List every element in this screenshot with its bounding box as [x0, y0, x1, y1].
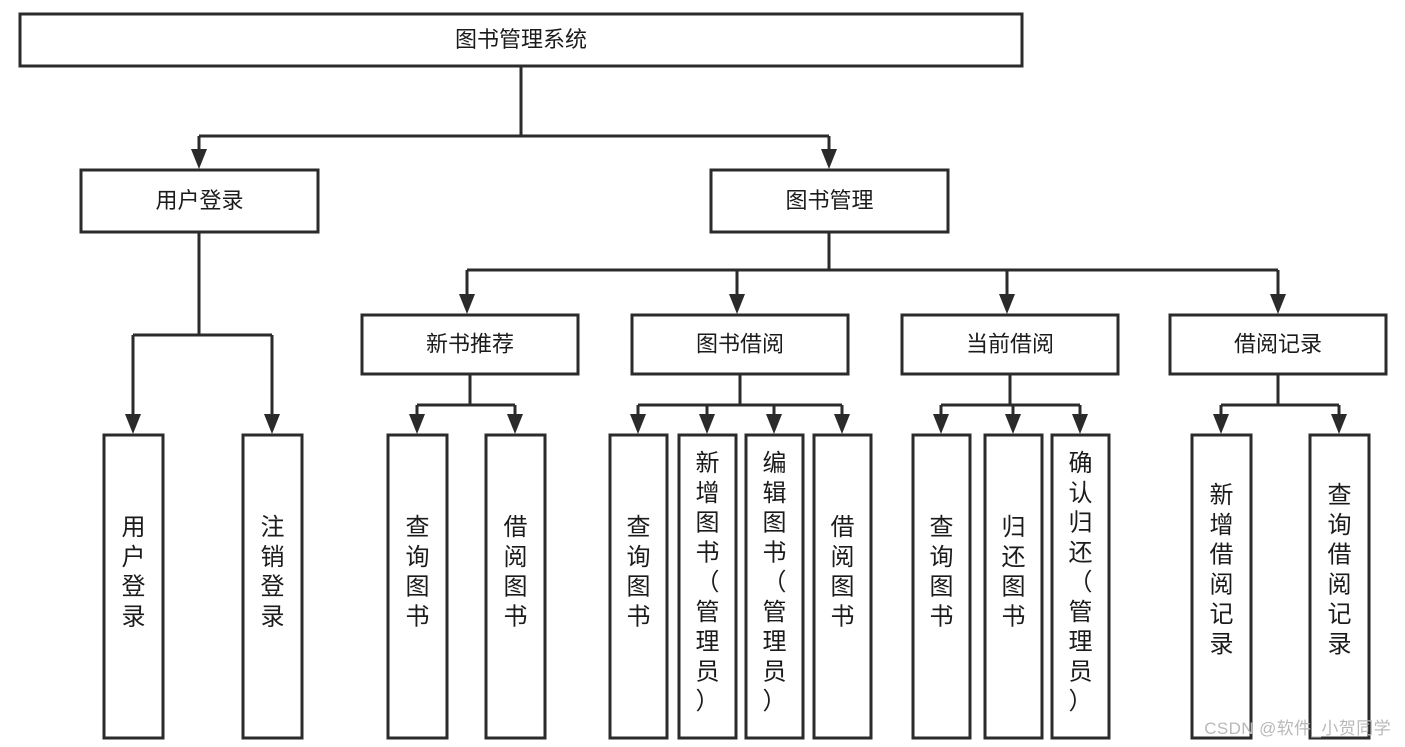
arrow-head-icon [1005, 414, 1021, 434]
node-box-book-manage[interactable] [709, 168, 950, 234]
node-label-current-borrow: 当前借阅 [966, 331, 1054, 356]
node-label-nbr-query-book: 查询图书 [406, 514, 430, 630]
watermark-label: CSDN @软件_小贺同学 [1204, 719, 1391, 738]
node-cb-return-book[interactable]: 归还图书 [983, 433, 1044, 740]
node-box-borrow-record[interactable] [1168, 313, 1388, 376]
node-box-cb-confirm-return[interactable] [1050, 433, 1111, 740]
connector-layer [125, 66, 1347, 434]
node-user-login-login[interactable]: 用户登录 [102, 433, 165, 740]
node-label-bb-query-book: 查询图书 [627, 514, 651, 630]
arrow-head-icon [1331, 414, 1347, 434]
arrow-head-icon [191, 149, 207, 169]
arrow-head-icon [699, 414, 715, 434]
node-borrow-record[interactable]: 借阅记录 [1168, 313, 1388, 376]
node-bb-query-book[interactable]: 查询图书 [608, 433, 669, 740]
arrow-head-icon [1270, 294, 1286, 314]
arrow-head-icon [821, 149, 837, 169]
node-cb-query-book[interactable]: 查询图书 [911, 433, 972, 740]
node-label-user-login: 用户登录 [155, 188, 243, 213]
node-new-book-recommend[interactable]: 新书推荐 [360, 313, 580, 376]
node-box-book-borrow[interactable] [630, 313, 850, 376]
node-book-borrow[interactable]: 图书借阅 [630, 313, 850, 376]
node-label-root: 图书管理系统 [455, 27, 587, 52]
node-box-bb-edit-book[interactable] [744, 433, 805, 740]
connector-nbr-to-leaves [409, 374, 523, 434]
node-label-borrow-record: 借阅记录 [1234, 331, 1322, 356]
node-layer: 图书管理系统用户登录图书管理新书推荐图书借阅当前借阅借阅记录用户登录注销登录查询… [18, 12, 1388, 740]
node-label-book-borrow: 图书借阅 [696, 331, 784, 356]
node-br-add-record[interactable]: 新增借阅记录 [1190, 433, 1253, 740]
node-user-login-logout[interactable]: 注销登录 [241, 433, 304, 740]
arrow-head-icon [264, 414, 280, 434]
node-bb-edit-book[interactable]: 编辑图书（管理员） [744, 433, 805, 740]
node-label-bb-add-book: 新增图书（管理员） [696, 450, 720, 715]
node-box-bb-borrow-book[interactable] [812, 433, 873, 740]
node-label-book-manage: 图书管理 [785, 188, 873, 213]
arrow-head-icon [834, 414, 850, 434]
connector-root-to-level2 [191, 66, 837, 169]
connector-bookmanage-to-level3 [459, 232, 1286, 314]
node-box-user-login-login[interactable] [102, 433, 165, 740]
node-nbr-borrow-book[interactable]: 借阅图书 [484, 433, 547, 740]
node-label-cb-confirm-return: 确认归还（管理员） [1069, 450, 1093, 715]
node-label-new-book-recommend: 新书推荐 [426, 331, 514, 356]
node-box-nbr-borrow-book[interactable] [484, 433, 547, 740]
arrow-head-icon [766, 414, 782, 434]
node-label-br-add-record: 新增借阅记录 [1210, 482, 1234, 658]
node-label-cb-query-book: 查询图书 [930, 514, 954, 630]
node-box-bb-query-book[interactable] [608, 433, 669, 740]
node-bb-borrow-book[interactable]: 借阅图书 [812, 433, 873, 740]
node-root[interactable]: 图书管理系统 [18, 12, 1024, 68]
arrow-head-icon [409, 414, 425, 434]
arrow-head-icon [507, 414, 523, 434]
node-box-root[interactable] [18, 12, 1024, 68]
node-label-bb-borrow-book: 借阅图书 [831, 514, 855, 630]
node-book-manage[interactable]: 图书管理 [709, 168, 950, 234]
node-bb-add-book[interactable]: 新增图书（管理员） [677, 433, 738, 740]
node-box-current-borrow[interactable] [900, 313, 1120, 376]
node-label-nbr-borrow-book: 借阅图书 [504, 514, 528, 630]
arrow-head-icon [1072, 414, 1088, 434]
arrow-head-icon [630, 414, 646, 434]
node-nbr-query-book[interactable]: 查询图书 [386, 433, 449, 740]
connector-userlogin-to-leaves [125, 232, 280, 434]
node-box-bb-add-book[interactable] [677, 433, 738, 740]
arrow-head-icon [125, 414, 141, 434]
node-label-br-query-record: 查询借阅记录 [1328, 482, 1352, 658]
node-label-user-login-login: 用户登录 [122, 514, 146, 630]
arrow-head-icon [1213, 414, 1229, 434]
arrow-head-icon [729, 294, 745, 314]
node-current-borrow[interactable]: 当前借阅 [900, 313, 1120, 376]
arrow-head-icon [999, 294, 1015, 314]
node-box-user-login[interactable] [79, 168, 320, 234]
node-box-cb-query-book[interactable] [911, 433, 972, 740]
arrow-head-icon [459, 294, 475, 314]
node-box-br-query-record[interactable] [1308, 433, 1371, 740]
connector-bb-to-leaves [630, 374, 850, 434]
node-box-user-login-logout[interactable] [241, 433, 304, 740]
connector-cb-to-leaves [933, 374, 1088, 434]
node-user-login[interactable]: 用户登录 [79, 168, 320, 234]
connector-br-to-leaves [1213, 374, 1347, 434]
node-cb-confirm-return[interactable]: 确认归还（管理员） [1050, 433, 1111, 740]
node-label-cb-return-book: 归还图书 [1002, 514, 1026, 630]
node-br-query-record[interactable]: 查询借阅记录 [1308, 433, 1371, 740]
node-box-new-book-recommend[interactable] [360, 313, 580, 376]
node-box-br-add-record[interactable] [1190, 433, 1253, 740]
arrow-head-icon [933, 414, 949, 434]
node-box-cb-return-book[interactable] [983, 433, 1044, 740]
node-label-user-login-logout: 注销登录 [261, 514, 285, 630]
node-label-bb-edit-book: 编辑图书（管理员） [763, 450, 787, 715]
node-box-nbr-query-book[interactable] [386, 433, 449, 740]
